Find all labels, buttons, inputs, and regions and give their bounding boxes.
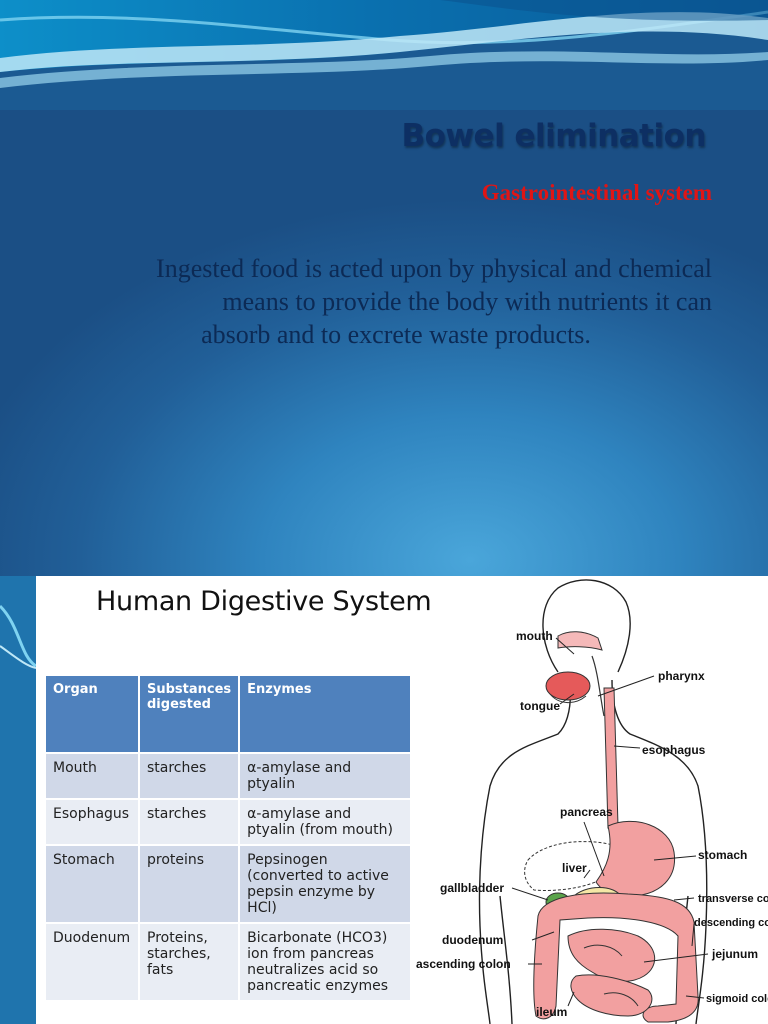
table-header: Organ (44, 674, 140, 754)
body-line: Ingested food is acted upon by physical … (156, 254, 712, 283)
label-ileum: ileum (536, 1005, 567, 1019)
figure-area: Human Digestive System Organ Substances … (0, 576, 768, 1024)
label-descending-colon: descending colon (694, 917, 768, 929)
figure-title: Human Digestive System (96, 586, 432, 617)
table-header-row: Organ Substances digested Enzymes (44, 674, 413, 754)
table-cell-substances: starches (137, 752, 241, 800)
digestion-table: Organ Substances digested Enzymes Mouth … (44, 674, 413, 1002)
label-pancreas: pancreas (560, 805, 613, 819)
digestive-figure: Human Digestive System Organ Substances … (36, 576, 768, 1024)
table-header: Enzymes (238, 674, 413, 754)
table-cell-substances: starches (137, 798, 241, 846)
label-pharynx: pharynx (658, 669, 705, 683)
table-cell-organ: Mouth (44, 752, 140, 800)
table-cell-organ: Esophagus (44, 798, 140, 846)
digestive-diagram: mouth pharynx tongue esophagus pancreas … (416, 579, 768, 1024)
label-jejunum: jejunum (711, 947, 758, 961)
slide-title: Bowel elimination (401, 118, 706, 154)
table-cell-organ: Stomach (44, 844, 140, 924)
table-row: Duodenum Proteins, starches, fats Bicarb… (44, 922, 413, 1002)
label-ascending-colon: ascending colon (416, 957, 511, 971)
liver-shape (524, 841, 623, 891)
small-intestine-shape (567, 928, 655, 1017)
label-transverse-colon: transverse colon (698, 893, 768, 905)
table-cell-enzymes: α-amylase and ptyalin (from mouth) (238, 798, 413, 846)
label-gallbladder: gallbladder (440, 881, 504, 895)
table-cell-enzymes: Bicarbonate (HCO3) ion from pancreas neu… (238, 922, 413, 1002)
table-row: Mouth starches α-amylase and ptyalin (44, 752, 413, 800)
wave-decoration-left (0, 576, 36, 1024)
label-liver: liver (562, 861, 587, 875)
table-cell-enzymes: Pepsinogen (converted to active pepsin e… (238, 844, 413, 924)
label-stomach: stomach (698, 848, 747, 862)
label-esophagus: esophagus (642, 743, 706, 757)
body-line: means to provide the body with nutrients… (222, 287, 712, 316)
wave-decoration (0, 0, 768, 110)
label-mouth: mouth (516, 629, 553, 643)
table-cell-enzymes: α-amylase and ptyalin (238, 752, 413, 800)
slide-body-text: Ingested food is acted upon by physical … (40, 252, 712, 351)
table-cell-substances: Proteins, starches, fats (137, 922, 241, 1002)
table-header: Substances digested (137, 674, 241, 754)
table-row: Stomach proteins Pepsinogen (converted t… (44, 844, 413, 924)
label-sigmoid-colon: sigmoid colon (706, 993, 768, 1005)
leader-lines (511, 637, 709, 1007)
table-cell-substances: proteins (137, 844, 241, 924)
slide-subtitle: Gastrointestinal system (481, 180, 712, 205)
body-line: absorb and to excrete waste products. (201, 320, 591, 349)
label-tongue: tongue (520, 699, 560, 713)
slide-top: Bowel elimination Gastrointestinal syste… (0, 0, 768, 576)
table-cell-organ: Duodenum (44, 922, 140, 1002)
label-duodenum: duodenum (442, 933, 503, 947)
table-row: Esophagus starches α-amylase and ptyalin… (44, 798, 413, 846)
